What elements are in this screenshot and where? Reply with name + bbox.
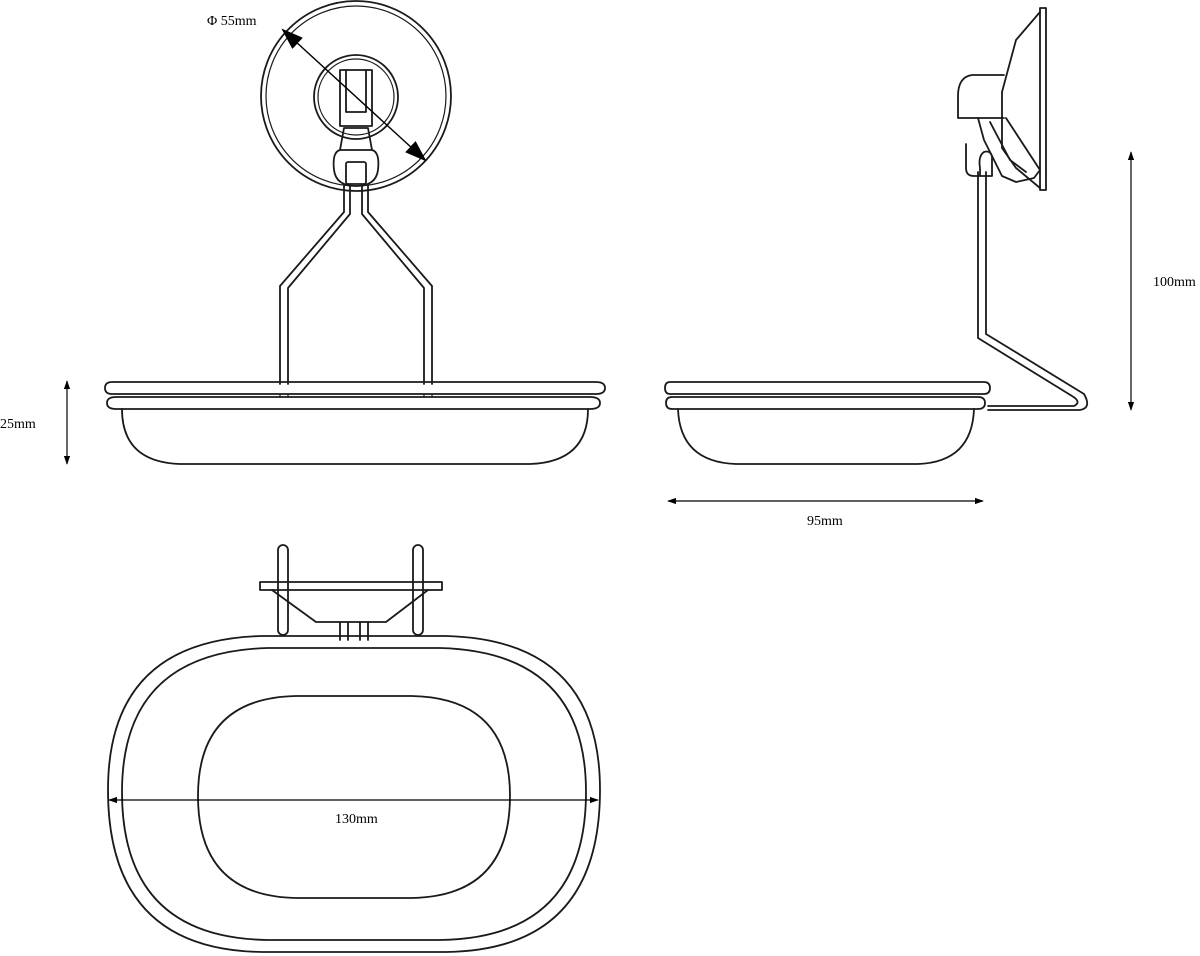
side-dish-rim-lower <box>665 396 986 410</box>
depth-label: 95mm <box>807 514 843 529</box>
side-dish-bowl <box>677 408 975 465</box>
side-wire <box>977 171 1089 411</box>
side-hinge-block <box>957 74 1005 119</box>
dish-rim-top <box>104 381 606 395</box>
dish-bowl <box>121 408 589 465</box>
side-hook <box>965 143 993 177</box>
top-suction-plate <box>259 581 443 591</box>
dish-height-label: 25mm <box>0 417 36 432</box>
top-dish-inner-rim <box>121 647 587 941</box>
front-view <box>104 0 606 465</box>
top-dish-drain <box>197 695 511 899</box>
side-view <box>664 7 1089 465</box>
suction-cup-outer <box>260 0 452 192</box>
top-dish-outer <box>107 635 601 953</box>
side-dish-rim-top <box>664 381 991 395</box>
diameter-dimension-line <box>281 28 427 162</box>
dish-rim-lower <box>106 396 601 410</box>
hinge-clip <box>339 69 373 127</box>
diameter-label: Φ 55mm <box>207 14 257 29</box>
width-label: 130mm <box>335 812 378 827</box>
top-view <box>107 544 601 953</box>
suction-cup-profile <box>1039 7 1047 191</box>
total-height-label: 100mm <box>1153 275 1196 290</box>
wire-frame <box>279 185 433 385</box>
